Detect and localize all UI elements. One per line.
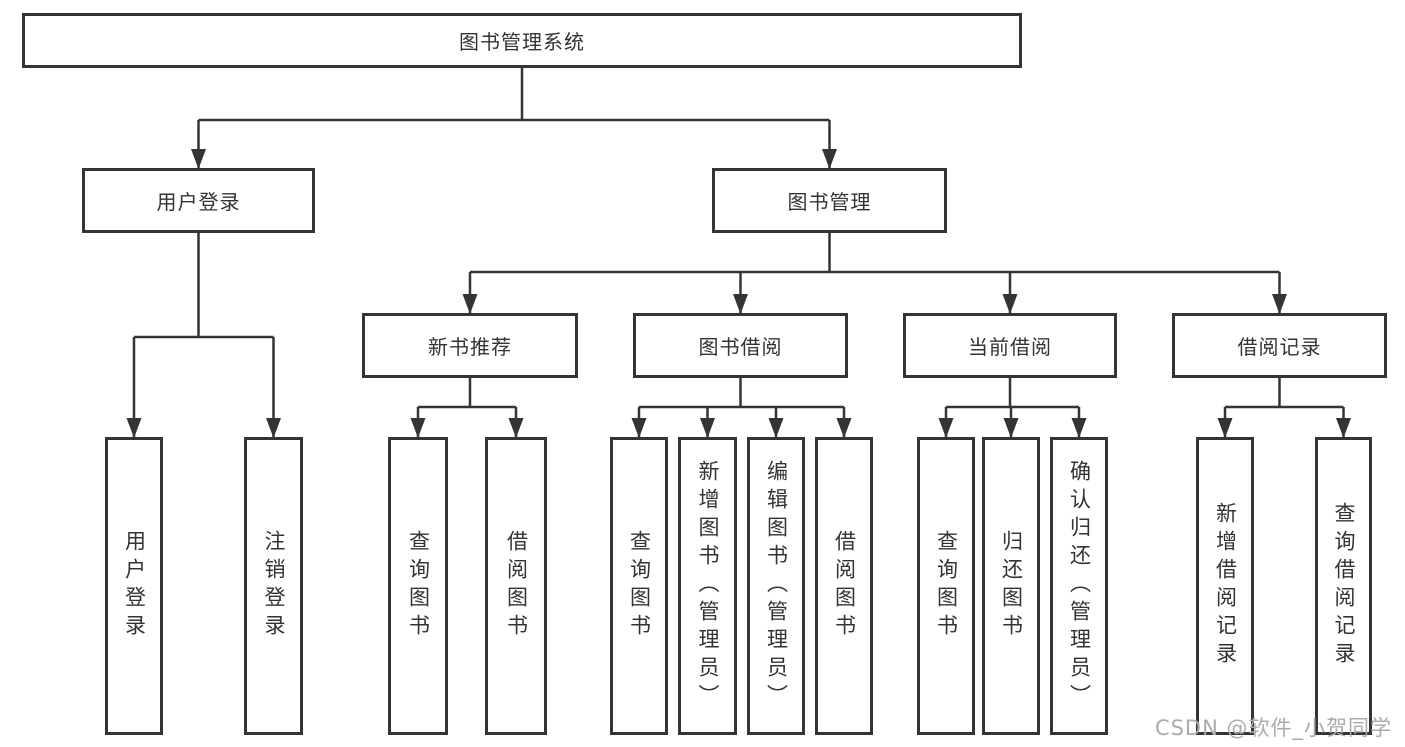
leaf-label: 编辑图书（管理员）: [764, 460, 789, 712]
node-label: 借阅记录: [1237, 335, 1322, 359]
node-label: 用户登录: [156, 190, 241, 214]
leaf-label: 查询图书: [627, 530, 652, 642]
node-book-management: 图书管理: [712, 168, 947, 233]
leaf-query-books-borrow: 查询图书: [610, 437, 668, 735]
leaf-borrow-books: 借阅图书: [815, 437, 873, 735]
leaf-user-login: 用户登录: [105, 437, 163, 735]
csdn-watermark: CSDN @软件_小贺同学: [1154, 716, 1392, 740]
node-book-borrowing: 图书借阅: [633, 313, 848, 378]
node-label: 当前借阅: [968, 335, 1052, 359]
leaf-label: 新增借阅记录: [1213, 502, 1238, 670]
leaf-confirm-return-admin: 确认归还（管理员）: [1050, 437, 1108, 735]
node-label: 图书管理: [787, 190, 872, 214]
node-label: 新书推荐: [428, 335, 512, 359]
node-new-book-recommend: 新书推荐: [362, 313, 578, 378]
leaf-borrow-books-recommend: 借阅图书: [485, 437, 547, 735]
leaf-label: 新增图书（管理员）: [696, 460, 720, 712]
node-label: 图书管理系统: [459, 30, 585, 54]
leaf-label: 查询图书: [406, 530, 431, 642]
leaf-return-books: 归还图书: [982, 437, 1040, 735]
leaf-label: 归还图书: [999, 530, 1024, 642]
leaf-edit-books-admin: 编辑图书（管理员）: [747, 437, 805, 735]
node-current-borrowing: 当前借阅: [903, 313, 1117, 378]
leaf-label: 用户登录: [122, 530, 147, 642]
leaf-label: 注销登录: [262, 530, 286, 642]
node-root-system: 图书管理系统: [22, 13, 1022, 68]
leaf-label: 确认归还（管理员）: [1067, 460, 1092, 712]
leaf-label: 借阅图书: [832, 530, 857, 642]
leaf-query-books-recommend: 查询图书: [388, 437, 448, 735]
leaf-logout: 注销登录: [244, 437, 303, 735]
leaf-label: 查询图书: [934, 530, 959, 642]
leaf-add-books-admin: 新增图书（管理员）: [678, 437, 737, 735]
node-label: 图书借阅: [698, 335, 783, 359]
leaf-add-borrow-record: 新增借阅记录: [1196, 437, 1254, 735]
leaf-label: 查询借阅记录: [1332, 502, 1356, 670]
node-user-login: 用户登录: [82, 168, 315, 233]
leaf-query-books-current: 查询图书: [917, 437, 975, 735]
leaf-query-borrow-record: 查询借阅记录: [1315, 437, 1372, 735]
leaf-label: 借阅图书: [504, 530, 529, 642]
node-borrow-records: 借阅记录: [1172, 313, 1387, 378]
